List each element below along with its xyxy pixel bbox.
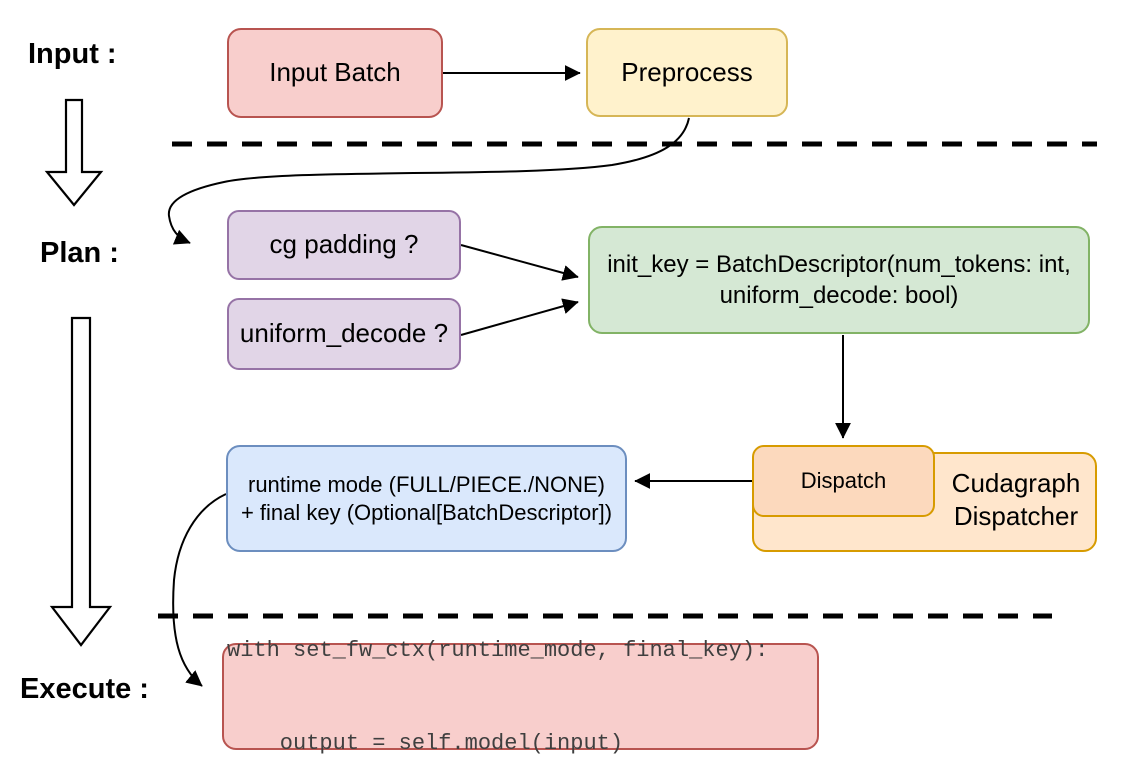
runtime-mode-line1: runtime mode (FULL/PIECE./NONE) [248, 471, 605, 497]
init-key-line1: init_key = BatchDescriptor(num_tokens: i… [607, 251, 1071, 278]
arrow-uniform-decode-to-init-key [460, 298, 579, 336]
down-arrow-icon-input-to-plan [44, 98, 104, 207]
execute-code-line1: with set_fw_ctx(runtime_mode, final_key)… [227, 637, 769, 663]
uniform-decode-node: uniform_decode ? [227, 298, 461, 370]
init-key-text: init_key = BatchDescriptor(num_tokens: i… [607, 249, 1071, 311]
cudagraph-dispatcher-title: Cudagraph Dispatcher [935, 458, 1097, 542]
execute-code-line2: output = self.model(input) [227, 730, 624, 756]
input-batch-label: Input Batch [269, 57, 401, 88]
runtime-mode-line2: + final key (Optional[BatchDescriptor]) [240, 499, 613, 525]
down-arrow-icon-plan-to-execute [49, 316, 113, 647]
arrow-cg-padding-to-init-key [460, 244, 579, 281]
arrow-preprocess-to-cg-padding [167, 117, 690, 245]
uniform-decode-label: uniform_decode ? [239, 318, 449, 349]
dispatch-node: Dispatch [752, 445, 935, 517]
preprocess-node: Preprocess [586, 28, 788, 117]
runtime-mode-node: runtime mode (FULL/PIECE./NONE) + final … [226, 445, 627, 552]
init-key-line2: uniform_decode: bool) [719, 282, 959, 309]
stage-label-plan: Plan : [40, 237, 119, 269]
cg-padding-node: cg padding ? [227, 210, 461, 280]
init-key-node: init_key = BatchDescriptor(num_tokens: i… [588, 226, 1090, 334]
cudagraph-dispatcher-title-line1: Cudagraph [951, 468, 1081, 498]
cudagraph-dispatcher-title-line2: Dispatcher [953, 501, 1079, 531]
stage-label-execute: Execute : [20, 673, 149, 705]
runtime-mode-text: runtime mode (FULL/PIECE./NONE) + final … [241, 471, 612, 527]
cg-padding-label: cg padding ? [269, 229, 419, 260]
execute-code-text: with set_fw_ctx(runtime_mode, final_key)… [227, 573, 768, 770]
stage-label-input: Input : [28, 38, 117, 70]
arrow-runtime-to-execute-code [172, 493, 227, 687]
input-batch-node: Input Batch [227, 28, 443, 118]
preprocess-label: Preprocess [621, 56, 753, 87]
execute-code-node: with set_fw_ctx(runtime_mode, final_key)… [222, 638, 819, 756]
dispatch-label: Dispatch [800, 467, 887, 493]
